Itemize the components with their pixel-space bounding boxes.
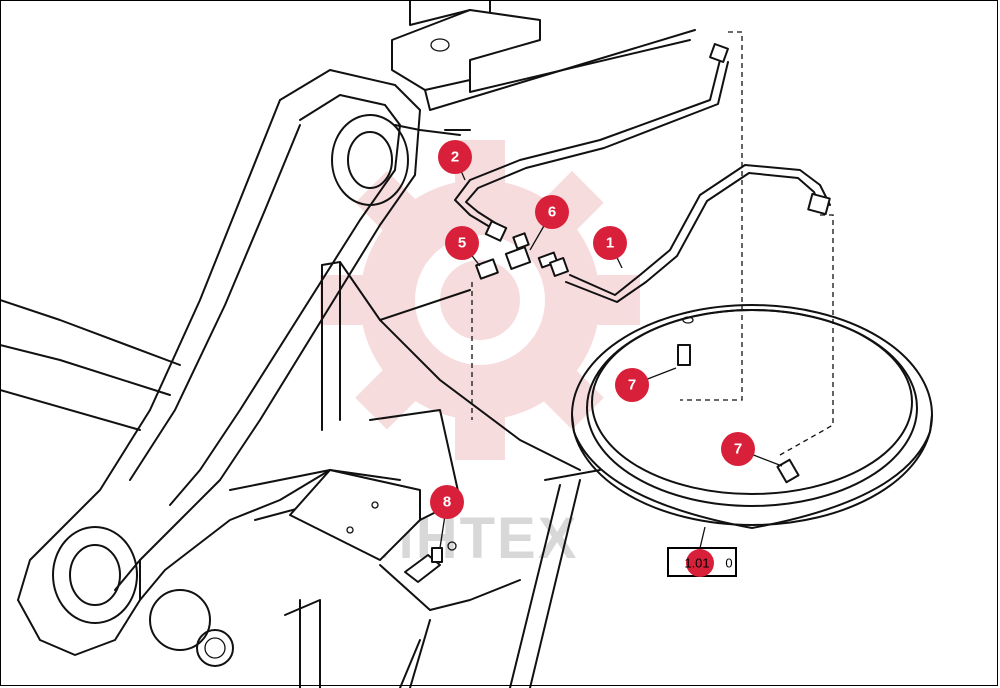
svg-text:6: 6 <box>548 204 556 221</box>
lower-pivot <box>17 469 331 667</box>
svg-text:5: 5 <box>458 235 466 252</box>
assembly-lines <box>471 31 834 456</box>
svg-text:2: 2 <box>451 149 459 166</box>
callout-5[interactable]: 5 <box>445 226 479 260</box>
reference-suffix: 0 <box>725 556 732 571</box>
callout-8[interactable]: 8 <box>430 485 464 519</box>
grease-fitting <box>404 541 457 583</box>
reference-label: 1.01 <box>684 556 709 571</box>
frame-beams <box>0 261 601 688</box>
callout-7-upper[interactable]: 7 <box>615 368 649 402</box>
svg-text:1: 1 <box>606 235 614 252</box>
pipe-fittings <box>475 43 831 280</box>
top-bracket <box>391 0 696 111</box>
svg-text:7: 7 <box>628 377 636 394</box>
callout-1[interactable]: 1 <box>593 226 627 260</box>
reference-box: 1.01 0 <box>667 547 737 577</box>
slewing-ring <box>571 304 933 549</box>
svg-text:8: 8 <box>443 494 451 511</box>
callout-6[interactable]: 6 <box>535 195 569 229</box>
svg-text:7: 7 <box>734 441 742 458</box>
callout-2[interactable]: 2 <box>438 140 472 174</box>
callout-7-lower[interactable]: 7 <box>721 432 755 466</box>
boom-arm <box>17 69 461 601</box>
hydraulic-pipes <box>444 59 831 303</box>
